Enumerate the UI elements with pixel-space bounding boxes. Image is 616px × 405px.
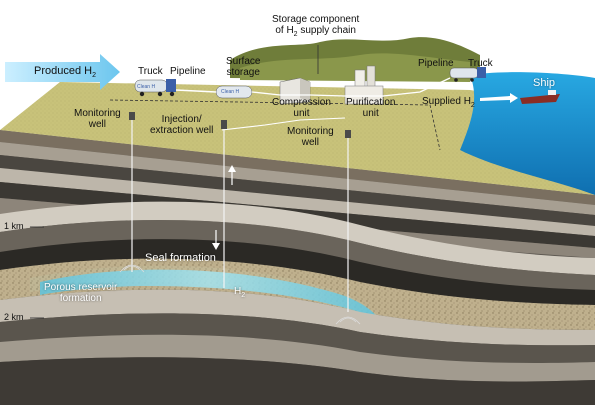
ship-arrow <box>480 93 518 103</box>
compression-unit-label: Compression unit <box>272 97 331 119</box>
depth-label-1km: 1 km <box>4 221 24 231</box>
seal-formation-label: Seal formation <box>145 252 216 264</box>
fold-3 <box>0 289 595 346</box>
produced-arrow <box>5 54 120 90</box>
truck-right-label: Truck <box>468 58 493 69</box>
fold-6 <box>0 357 595 405</box>
porous-reservoir-label: Porous reservoir formation <box>44 282 118 304</box>
truck-left-label: Truck <box>138 66 163 77</box>
hydrogen-in-reservoir <box>40 269 378 318</box>
fold-1 <box>0 201 595 275</box>
monitoring-well-left-label: Monitoring well <box>74 108 121 130</box>
injection-well-label: Injection/ extraction well <box>150 114 214 136</box>
monitoring-well-mid-head <box>345 130 351 138</box>
injection-well-head <box>221 120 227 129</box>
stratum-4 <box>0 168 595 236</box>
pipeline-network <box>251 77 451 97</box>
truck-right <box>449 67 486 82</box>
fold-4 <box>0 313 595 363</box>
compression-unit-building <box>279 77 311 105</box>
stratum-3 <box>0 155 595 226</box>
h2-label: H2 <box>234 286 246 299</box>
pipeline-left <box>175 89 217 93</box>
sensor-signal-left <box>119 264 145 273</box>
storage-component-label: Storage component of H2 supply chain <box>272 14 360 38</box>
depth-label-2km: 2 km <box>4 312 24 322</box>
injection-arrow-down <box>212 230 220 250</box>
pipeline-to-wells <box>221 117 346 131</box>
fold-5 <box>0 334 595 382</box>
surface-storage-label: Surface storage <box>226 56 261 78</box>
purification-unit-label: Purification unit <box>346 97 396 119</box>
fold-2 <box>0 219 595 290</box>
pipeline-left-label: Pipeline <box>170 66 206 77</box>
pipeline-right-label: Pipeline <box>418 58 454 69</box>
ground-surface <box>0 82 595 195</box>
stratum-2 <box>0 142 595 215</box>
seal-formation-layer <box>0 239 595 305</box>
storage-outline <box>109 99 441 151</box>
sensor-signal-mid <box>335 316 361 325</box>
extraction-arrow-up <box>228 165 236 185</box>
monitoring-well-mid-label: Monitoring well <box>287 126 334 148</box>
truck-tank-label-2: Clean H <box>221 89 240 95</box>
hills-front <box>240 53 470 82</box>
truck-tank-label-1: Clean H <box>137 84 156 90</box>
truck-left <box>134 79 176 97</box>
stratum-1 <box>0 130 595 205</box>
produced-label: Produced H2 <box>34 65 96 80</box>
sea <box>460 72 595 195</box>
monitoring-well-left-head <box>129 112 135 120</box>
ship <box>520 90 560 104</box>
ship-label: Ship <box>533 77 556 89</box>
purification-unit-building <box>344 65 384 105</box>
supplied-label: Supplied H2 <box>422 96 475 109</box>
